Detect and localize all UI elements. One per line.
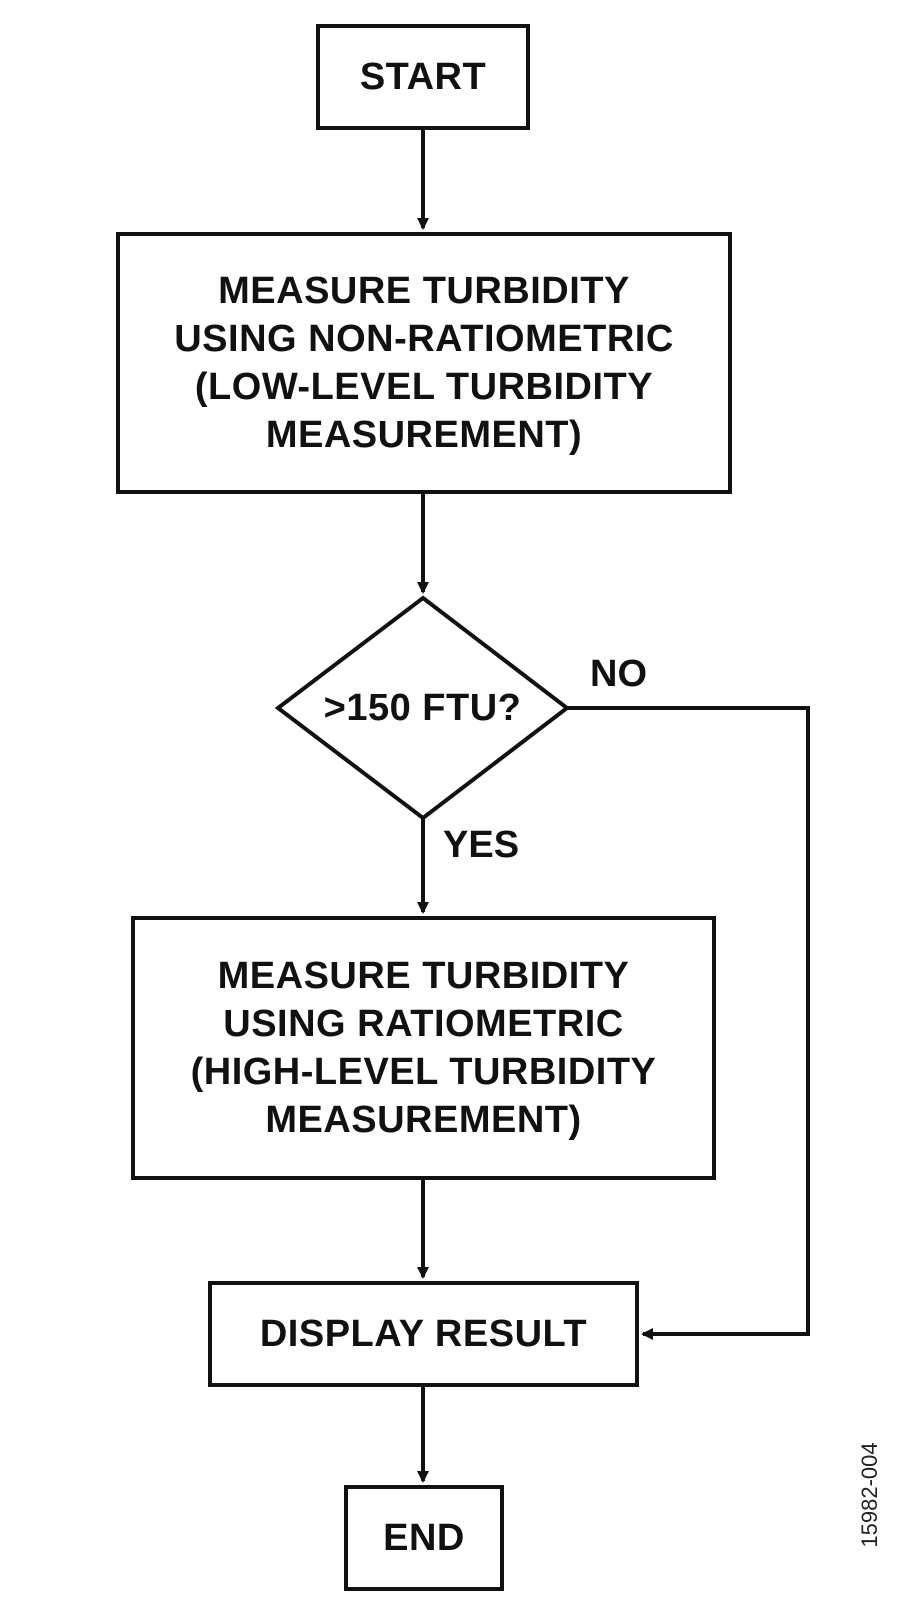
end-node: END bbox=[346, 1487, 502, 1589]
display-result-node: DISPLAY RESULT bbox=[210, 1283, 637, 1385]
ratiometric-line-2: USING RATIOMETRIC bbox=[223, 1003, 624, 1045]
start-label: START bbox=[359, 56, 487, 98]
ratiometric-line-3: (HIGH-LEVEL TURBIDITY bbox=[190, 1051, 657, 1093]
start-box bbox=[316, 24, 530, 130]
non-ratiometric-line-4: MEASUREMENT) bbox=[265, 414, 583, 456]
start-node: START bbox=[318, 26, 528, 128]
non-ratiometric-line-3: (LOW-LEVEL TURBIDITY bbox=[194, 366, 654, 408]
non-ratiometric-box bbox=[116, 232, 732, 494]
non-ratiometric-line-1: MEASURE TURBIDITY bbox=[218, 270, 630, 312]
end-box bbox=[344, 1485, 504, 1591]
non-ratiometric-node: MEASURE TURBIDITY USING NON-RATIOMETRIC … bbox=[118, 234, 730, 492]
figure-id-label: 15982-004 bbox=[857, 1442, 882, 1548]
non-ratiometric-line-2: USING NON-RATIOMETRIC bbox=[174, 318, 674, 360]
branch-yes-label: YES bbox=[443, 824, 520, 866]
arrow-decision-no bbox=[567, 706, 810, 1340]
end-label: END bbox=[383, 1517, 465, 1559]
branch-no-label: NO bbox=[590, 653, 647, 695]
display-result-box bbox=[208, 1281, 639, 1387]
display-result-label: DISPLAY RESULT bbox=[259, 1313, 588, 1355]
ratiometric-box bbox=[131, 916, 716, 1180]
decision-node: >150 FTU? bbox=[278, 598, 567, 818]
decision-label: >150 FTU? bbox=[323, 687, 522, 729]
ratiometric-line-4: MEASUREMENT) bbox=[265, 1099, 582, 1141]
ratiometric-node: MEASURE TURBIDITY USING RATIOMETRIC (HIG… bbox=[133, 918, 714, 1178]
ratiometric-line-1: MEASURE TURBIDITY bbox=[217, 955, 630, 997]
